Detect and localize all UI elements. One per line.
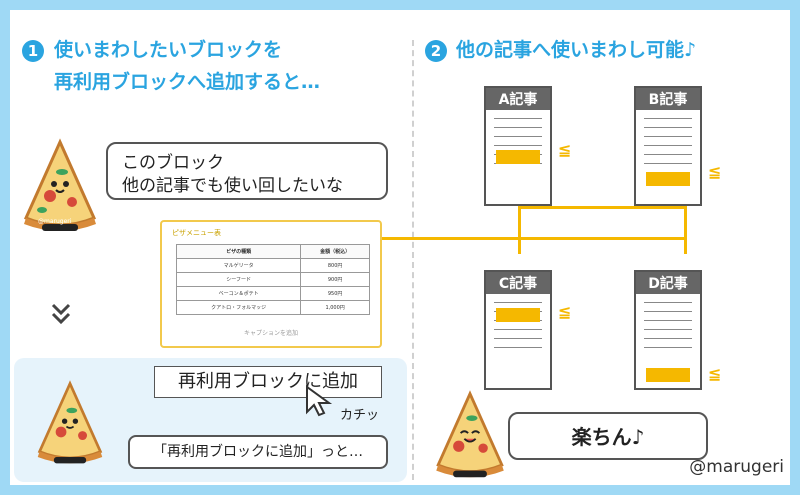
reusable-block-marker [496, 308, 540, 322]
click-sound-text: カチッ [340, 408, 380, 423]
table-header-price: 金額（税込） [300, 244, 370, 259]
article-card-c: C記事 [484, 270, 552, 390]
connector-top [518, 206, 684, 209]
spark-icon: ≦ [558, 302, 572, 321]
table-cell: 900円 [300, 272, 370, 287]
spark-icon: ≦ [558, 140, 572, 159]
spark-icon: ≦ [708, 162, 722, 181]
speech-top-line-2: 他の記事でも使い回したいな [122, 176, 343, 196]
reusable-block-marker [646, 172, 690, 186]
connector-b-d [684, 206, 687, 254]
step-1-badge: 1 [22, 40, 44, 62]
mascot-tag-top: @marugeri [38, 218, 72, 225]
step-2-badge: 2 [425, 40, 447, 62]
table-cell: クアトロ・フォルマッジ [175, 300, 302, 315]
table-cell: 950円 [300, 286, 370, 301]
connector-a-c [518, 206, 521, 254]
illustration-canvas: 1 使いまわしたいブロックを 再利用ブロックへ追加すると… 2 他の記事へ使いま… [10, 10, 790, 485]
pizza-mascot-icon [23, 138, 97, 231]
cursor-arrow-icon [306, 385, 333, 417]
table-caption: キャプションを追加 [243, 330, 298, 337]
section-divider [412, 40, 414, 480]
table-cell: シーフード [175, 272, 302, 287]
article-title-a: A記事 [486, 88, 550, 110]
watermark: @marugeri [689, 457, 784, 477]
article-card-a: A記事 [484, 86, 552, 206]
article-title-c: C記事 [486, 272, 550, 294]
chevron-double-down-icon [51, 303, 71, 325]
article-title-d: D記事 [636, 272, 700, 294]
article-card-d: D記事 [634, 270, 702, 390]
reusable-block-marker [496, 150, 540, 164]
step-1-line-1: 使いまわしたいブロックを [54, 39, 283, 61]
table-cell: 1,000円 [300, 300, 370, 315]
table-cell: 800円 [300, 258, 370, 273]
speech-bubble-top: このブロック 他の記事でも使い回したいな [106, 142, 388, 200]
table-title: ピザメニュー表 [172, 229, 221, 237]
table-cell: ベーコン＆ポテト [175, 286, 302, 301]
article-card-b: B記事 [634, 86, 702, 206]
speech-bubble-bottom: 「再利用ブロックに追加」っと… [128, 435, 388, 469]
table-cell: マルゲリータ [175, 258, 302, 273]
step-2-text: 他の記事へ使いまわし可能♪ [456, 39, 697, 61]
connector-horizontal [382, 237, 684, 240]
pizza-mascot-icon [436, 390, 504, 478]
step-1-line-2: 再利用ブロックへ追加すると… [54, 71, 321, 93]
speech-bubble-right: 楽ちん♪ [508, 412, 708, 460]
article-title-b: B記事 [636, 88, 700, 110]
add-to-reusable-block-button[interactable]: 再利用ブロックに追加 [154, 366, 382, 398]
table-header-type: ピザの種類 [175, 244, 302, 259]
pizza-mascot-icon [37, 380, 103, 464]
spark-icon: ≦ [708, 364, 722, 383]
reusable-block-marker [646, 368, 690, 382]
speech-top-line-1: このブロック [122, 153, 224, 173]
